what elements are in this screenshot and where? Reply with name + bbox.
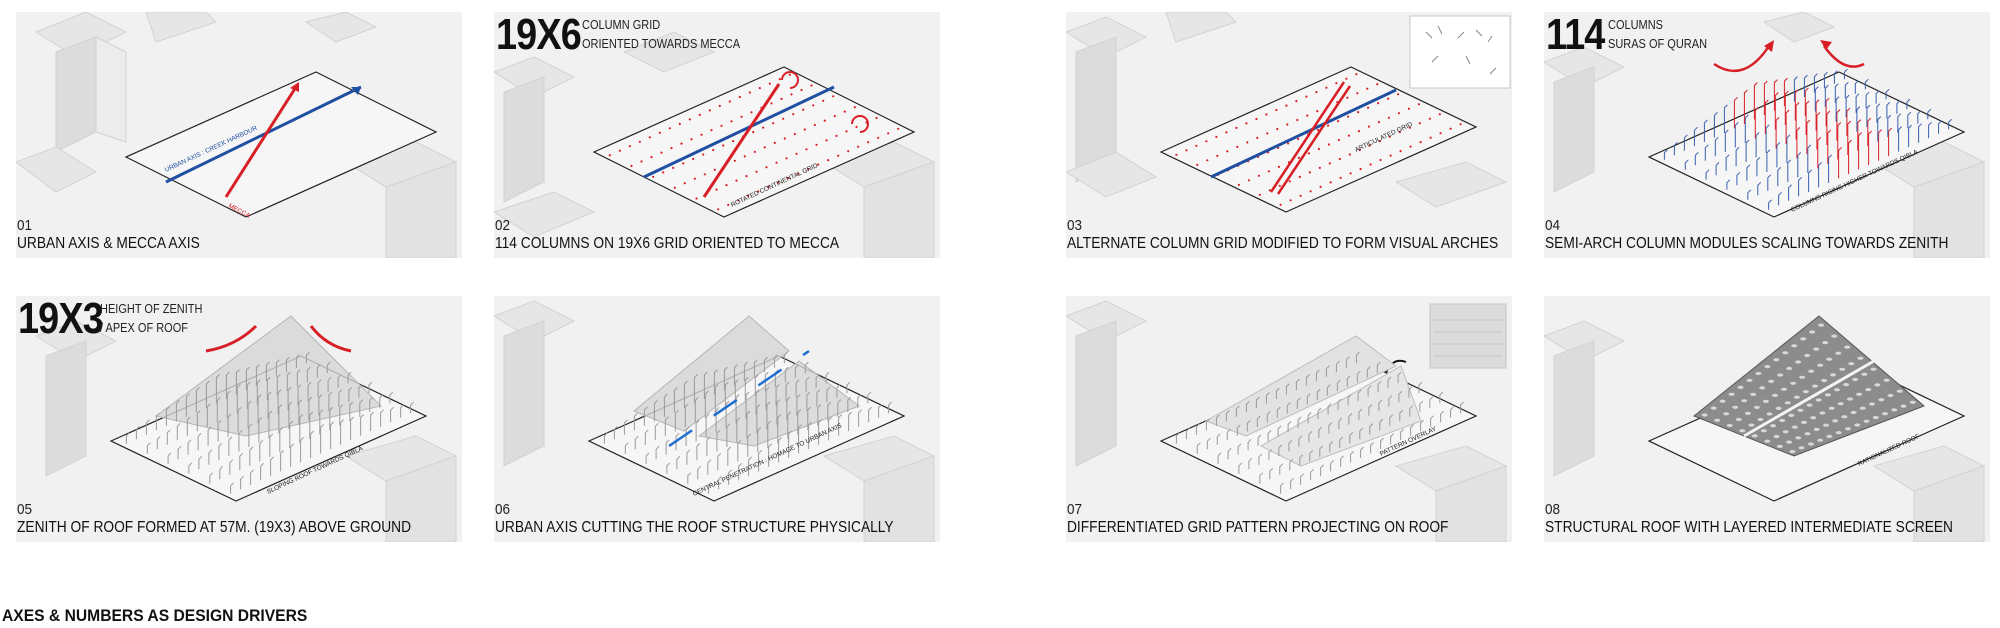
panel-caption: URBAN AXIS & MECCA AXIS <box>17 235 200 252</box>
roof-cut <box>1743 359 1875 438</box>
panel-number: 03 <box>1067 217 1083 234</box>
panel-07-diagram: PATTERN OVERLAY <box>1066 300 1508 542</box>
panel-02: ROTATED CONTINENTAL GRID 19X6 COLUMN GRI… <box>494 12 940 258</box>
mecca-axis-line <box>224 86 298 198</box>
roof-pattern <box>1701 323 1916 454</box>
panel-number: 04 <box>1545 217 1561 234</box>
panel-number: 08 <box>1545 501 1561 518</box>
panel-caption: SEMI-ARCH COLUMN MODULES SCALING TOWARDS… <box>1545 235 1949 252</box>
big-number: 19X3 <box>18 296 104 343</box>
arrow-red <box>1713 45 1771 73</box>
panel-number: 07 <box>1067 501 1083 518</box>
roof-half <box>1259 365 1422 467</box>
arrow-red <box>205 324 258 353</box>
panel-01-diagram: URBAN AXIS : CREEK HARBOUR MECCA <box>16 12 458 258</box>
panel-caption: DIFFERENTIATED GRID PATTERN PROJECTING O… <box>1067 519 1449 536</box>
roof-half <box>633 315 790 432</box>
footer-title: AXES & NUMBERS AS DESIGN DRIVERS <box>2 606 308 625</box>
big-number-sub-2: / APEX OF ROOF <box>100 321 189 335</box>
big-number: 114 <box>1546 12 1605 59</box>
panel-04: COLUMNS RISING HIGHER TOWARDS QIBLA 114 … <box>1544 12 1990 258</box>
big-number-sub-1: HEIGHT OF ZENITH <box>100 302 203 316</box>
roof-half <box>1204 335 1397 437</box>
big-number-sub-2: SURAS OF QURAN <box>1608 37 1708 51</box>
sloping-roof <box>154 315 382 437</box>
panel-03: ARTICULATED GRID 03 ALTERNATE COLUMN GRI… <box>1066 12 1512 258</box>
panel-06: CENTRAL PENETRATION : HOMAGE TO URBAN AX… <box>494 296 940 542</box>
big-number: 19X6 <box>496 12 582 59</box>
big-number-sub-1: COLUMN GRID <box>582 18 661 32</box>
panel-caption: ZENITH OF ROOF FORMED AT 57M. (19X3) ABO… <box>17 519 412 536</box>
panel-04-diagram: COLUMNS RISING HIGHER TOWARDS QIBLA <box>1544 12 1986 258</box>
column-grid-dots <box>608 73 900 211</box>
panel-03-diagram: ARTICULATED GRID <box>1066 12 1511 213</box>
panel-number: 01 <box>17 217 33 234</box>
mecca-axis-line <box>702 83 781 198</box>
big-number-sub-1: COLUMNS <box>1608 18 1664 32</box>
column-modules <box>125 351 414 494</box>
site-plane <box>124 71 438 218</box>
panel-07: PATTERN OVERLAY 07 DIFFERENTIATED GRID P… <box>1066 296 1512 542</box>
urban-axis-line <box>165 85 362 184</box>
site-plane <box>592 66 916 218</box>
panel-05-diagram: SLOPING ROOF TOWARDS QIBLA <box>34 315 458 542</box>
panel-01: URBAN AXIS : CREEK HARBOUR MECCA 01 URBA… <box>16 12 462 258</box>
panel-05: SLOPING ROOF TOWARDS QIBLA 19X3 HEIGHT O… <box>16 296 462 542</box>
inset-detail <box>1409 15 1511 89</box>
arrow-red <box>1822 45 1865 68</box>
panel-caption: ALTERNATE COLUMN GRID MODIFIED TO FORM V… <box>1067 235 1499 252</box>
panel-caption: URBAN AXIS CUTTING THE ROOF STRUCTURE PH… <box>495 519 894 536</box>
column-modules <box>1175 351 1464 494</box>
panel-caption: 114 COLUMNS ON 19X6 GRID ORIENTED TO MEC… <box>495 235 840 252</box>
arrow-red <box>309 325 352 353</box>
panel-number: 06 <box>495 501 511 518</box>
urban-axis-line <box>1210 88 1397 179</box>
column-modules <box>603 351 892 494</box>
panel-02-diagram: ROTATED CONTINENTAL GRID <box>494 31 936 258</box>
site-plane <box>1159 66 1478 213</box>
column-modules <box>1663 68 1952 210</box>
arch-column-line <box>1269 81 1352 195</box>
rotate-arrow-icon <box>781 71 799 89</box>
pattern-inset <box>1429 303 1507 369</box>
panel-caption: STRUCTURAL ROOF WITH LAYERED INTERMEDIAT… <box>1545 519 1953 536</box>
urban-axis-line <box>643 85 835 179</box>
big-number-sub-2: ORIENTED TOWARDS MECCA <box>582 37 741 51</box>
rotate-arrow-icon <box>851 115 869 133</box>
panel-06-diagram: CENTRAL PENETRATION : HOMAGE TO URBAN AX… <box>494 300 936 542</box>
panel-08-diagram: RATIONALIZED ROOF <box>1544 315 1986 542</box>
panel-08: RATIONALIZED ROOF 08 STRUCTURAL ROOF WIT… <box>1544 296 1990 542</box>
panel-number: 05 <box>17 501 33 518</box>
panel-number: 02 <box>495 217 511 234</box>
